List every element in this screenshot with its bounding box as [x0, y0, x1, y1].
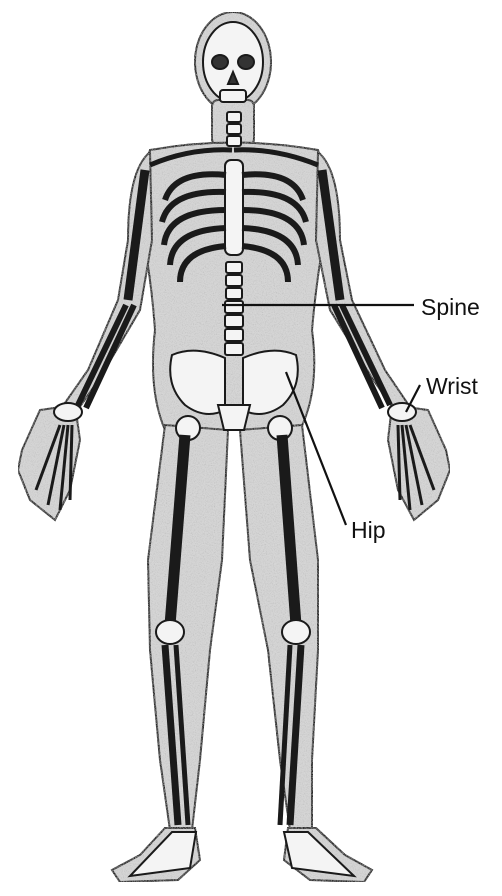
skeleton-bones	[36, 22, 434, 876]
spine-label: Spine	[421, 296, 480, 319]
wrist-label: Wrist	[426, 375, 478, 398]
hip-label: Hip	[351, 519, 386, 542]
